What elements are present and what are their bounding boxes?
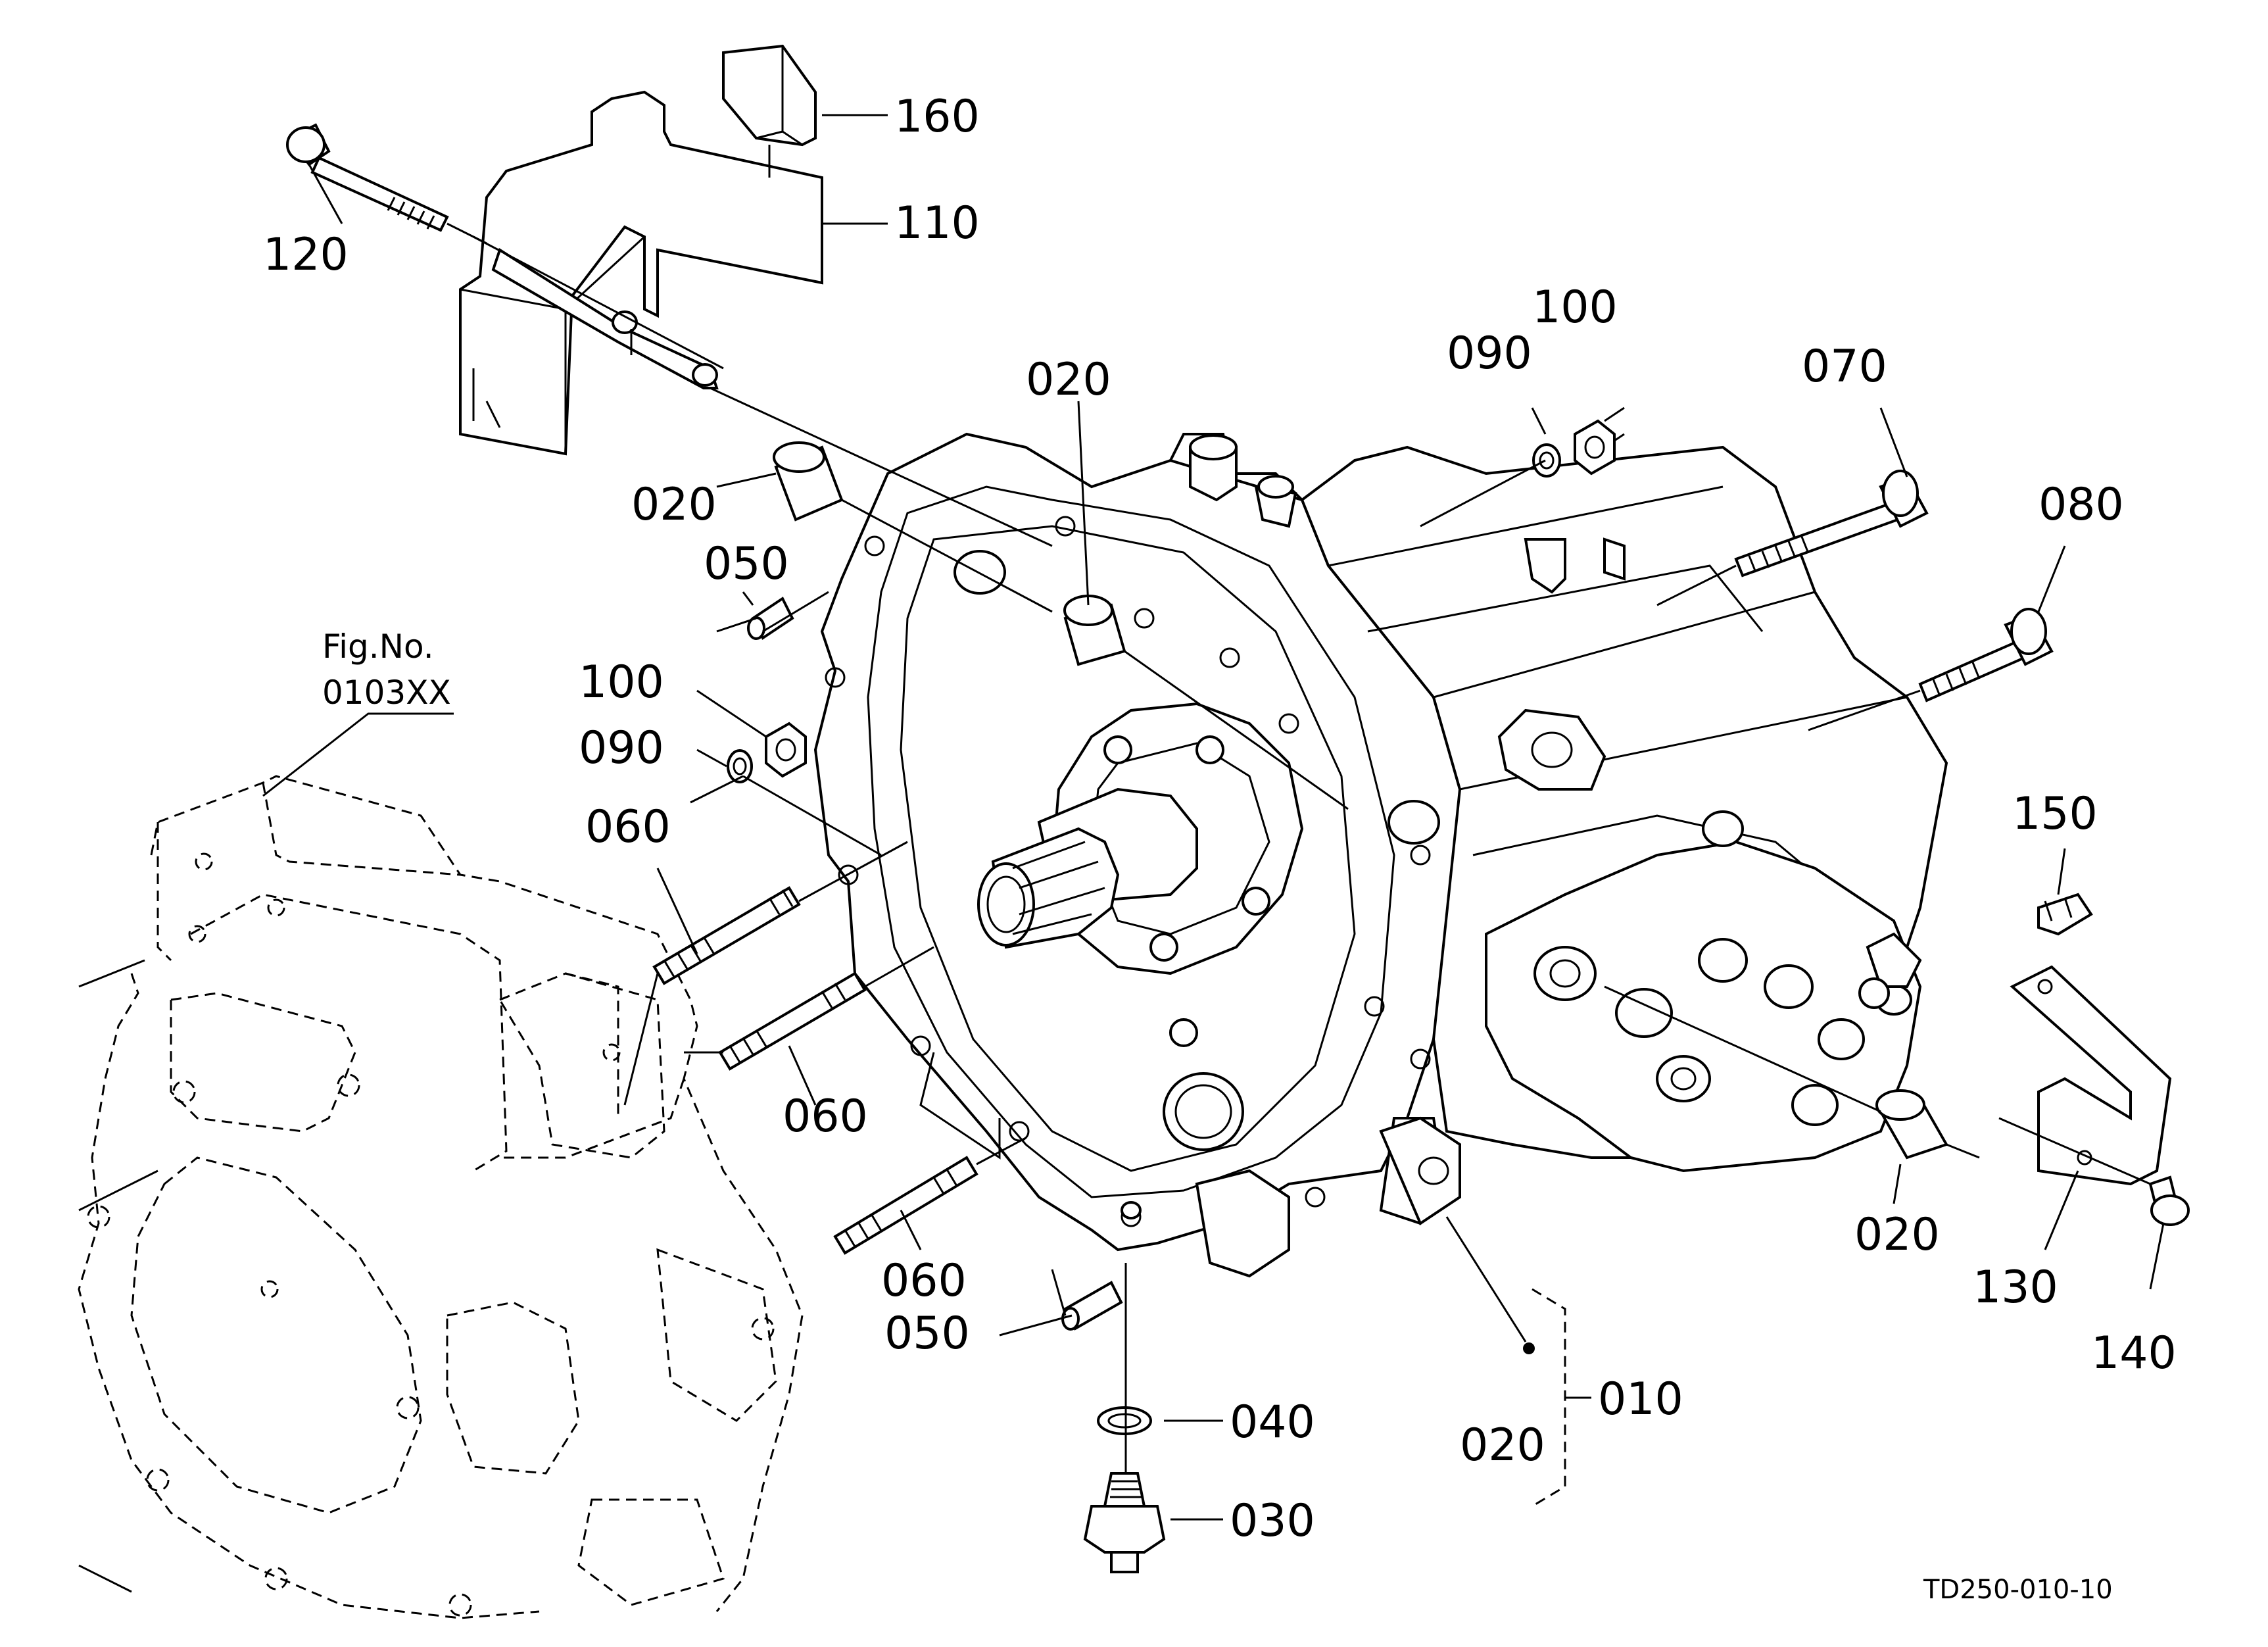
callout-040: 040 bbox=[1230, 1396, 1315, 1448]
cover-bracket bbox=[459, 44, 823, 456]
callout-020-right: 020 bbox=[1854, 1209, 1940, 1261]
callout-080: 080 bbox=[2039, 479, 2124, 531]
callout-020-assembly: 020 bbox=[1460, 1419, 1545, 1471]
callout-090-right: 090 bbox=[1447, 328, 1532, 380]
callout-120: 120 bbox=[263, 229, 349, 281]
callout-100-right: 100 bbox=[1532, 282, 1618, 333]
callout-050-lower: 050 bbox=[884, 1308, 970, 1360]
mating-housing-outline bbox=[78, 712, 804, 1619]
small-parts bbox=[652, 419, 2190, 1573]
callout-060-c: 060 bbox=[881, 1255, 967, 1307]
callout-060-b: 060 bbox=[783, 1091, 868, 1143]
callout-130: 130 bbox=[1973, 1262, 2058, 1314]
callout-150: 150 bbox=[2012, 788, 2098, 840]
callout-030: 030 bbox=[1230, 1495, 1315, 1547]
reference-label: Fig.No. 0103XX bbox=[322, 627, 451, 712]
callout-020-upper-left: 020 bbox=[631, 479, 717, 531]
callout-020-upper-mid: 020 bbox=[1026, 354, 1111, 406]
callout-070: 070 bbox=[1802, 341, 1887, 393]
reference-line2: 0103XX bbox=[322, 674, 451, 712]
callout-labels: 160 110 120 020 020 050 100 090 060 060 … bbox=[263, 91, 2177, 1547]
callout-140: 140 bbox=[2091, 1327, 2177, 1379]
bolt-120 bbox=[286, 123, 487, 245]
leader-lines bbox=[308, 114, 2165, 1521]
callout-100-left: 100 bbox=[579, 656, 664, 708]
reference-line1: Fig.No. bbox=[322, 627, 434, 666]
callout-160: 160 bbox=[894, 91, 980, 143]
callout-090-left: 090 bbox=[579, 722, 664, 774]
transmission-case bbox=[813, 432, 1948, 1278]
assembly-lines bbox=[473, 235, 2151, 1316]
callout-060-a: 060 bbox=[585, 801, 671, 853]
callout-010: 010 bbox=[1598, 1373, 1683, 1425]
callout-110: 110 bbox=[894, 197, 980, 249]
callout-050-upper: 050 bbox=[704, 538, 789, 590]
drawing-code: TD250-010-10 bbox=[1923, 1575, 2113, 1605]
